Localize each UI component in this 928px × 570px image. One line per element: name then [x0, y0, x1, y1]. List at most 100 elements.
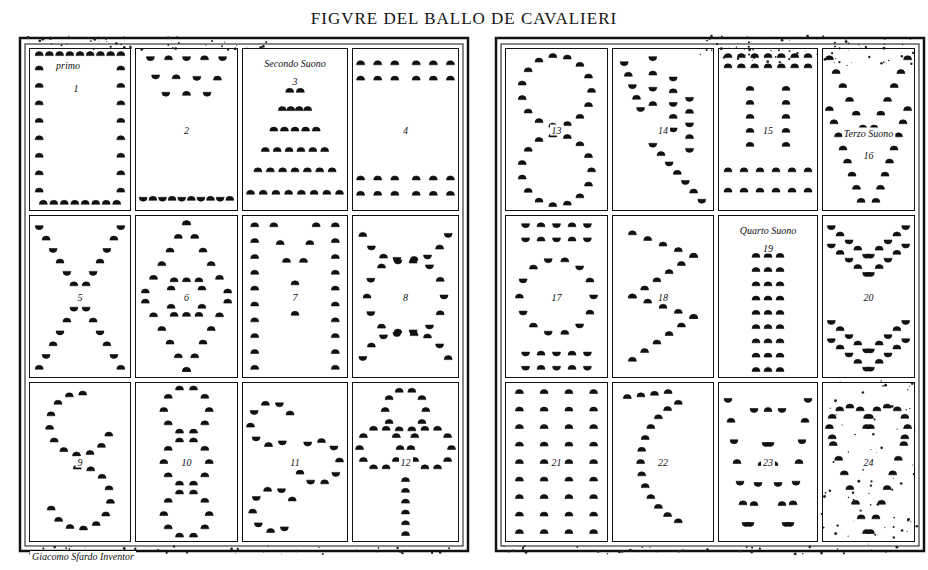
- ink-speck: [508, 550, 510, 552]
- dancer-mark: [251, 286, 259, 290]
- dancer-mark: [302, 127, 310, 131]
- ink-speck: [356, 548, 358, 550]
- dancer-mark: [261, 147, 269, 151]
- dancer-mark: [63, 318, 71, 322]
- dancer-mark: [778, 502, 786, 506]
- dancer-mark: [391, 76, 399, 80]
- dancer-mark: [159, 197, 167, 201]
- ink-speck: [522, 546, 524, 548]
- ink-speck: [838, 61, 840, 63]
- dancer-mark: [565, 442, 573, 446]
- dancer-mark: [429, 61, 437, 65]
- dancer-mark: [576, 266, 584, 270]
- dancer-mark: [395, 427, 403, 431]
- figure-number: 3: [291, 76, 300, 87]
- dancer-mark: [310, 190, 318, 194]
- ink-specks: [27, 35, 918, 556]
- dancer-mark: [82, 282, 90, 286]
- dancer-mark: [540, 425, 548, 429]
- dancer-mark: [752, 296, 760, 300]
- dancer-mark: [367, 343, 375, 347]
- dancer-mark: [394, 260, 402, 264]
- ink-speck: [439, 551, 442, 554]
- dancer-mark: [872, 515, 880, 519]
- dancer-mark: [641, 484, 649, 488]
- dancer-mark: [279, 168, 287, 172]
- dancer-mark: [677, 261, 685, 265]
- dancer-mark: [183, 91, 191, 95]
- dancer-mark: [176, 438, 184, 442]
- ink-speck: [832, 461, 834, 463]
- dancer-mark: [875, 265, 883, 269]
- dancer-mark: [624, 72, 632, 76]
- ink-speck: [49, 38, 51, 40]
- dancer-mark: [270, 223, 278, 227]
- dancer-mark: [286, 411, 294, 415]
- dancer-mark: [288, 497, 296, 501]
- dancer-mark: [336, 458, 344, 462]
- ink-speck: [236, 45, 237, 46]
- figure-number: 10: [180, 457, 194, 468]
- figure-number: 14: [656, 124, 670, 135]
- ink-speck: [874, 419, 876, 421]
- dancer-mark: [565, 530, 573, 534]
- dancer-mark: [66, 524, 74, 528]
- dancer-mark: [278, 441, 286, 445]
- figure-panel: 9: [29, 382, 131, 542]
- dancer-mark: [519, 279, 527, 283]
- dancer-mark: [424, 334, 432, 338]
- dancer-mark: [752, 282, 760, 286]
- dancer-mark: [651, 391, 659, 395]
- dancer-mark: [737, 64, 745, 68]
- dancer-mark: [278, 489, 286, 493]
- ink-speck: [893, 478, 894, 479]
- ink-speck: [641, 546, 643, 548]
- dancer-mark: [686, 148, 694, 152]
- dancer-mark: [664, 407, 672, 411]
- dancer-mark: [166, 340, 174, 344]
- ink-speck: [224, 41, 225, 42]
- figure-number: 6: [182, 291, 191, 302]
- dancer-mark: [287, 107, 295, 111]
- ink-speck: [205, 44, 206, 45]
- dancer-mark: [752, 310, 760, 314]
- dancer-mark: [664, 390, 672, 394]
- dancer-mark: [540, 495, 548, 499]
- dancer-mark: [801, 418, 809, 422]
- dancer-mark: [766, 443, 774, 447]
- dancer-mark: [367, 278, 375, 282]
- ink-speck: [747, 36, 749, 38]
- dancer-mark: [746, 86, 754, 90]
- dancer-mark: [359, 457, 367, 461]
- dancer-mark: [408, 427, 416, 431]
- dancer-mark: [297, 147, 305, 151]
- dancer-mark: [190, 481, 198, 485]
- dancer-mark: [854, 359, 862, 363]
- dancer-mark: [654, 415, 662, 419]
- dancer-mark: [117, 101, 125, 105]
- figure-number: 21: [550, 457, 564, 468]
- dancer-mark: [659, 242, 667, 246]
- dancer-mark: [585, 154, 593, 158]
- dancer-mark: [275, 403, 283, 407]
- dancer-mark: [280, 527, 288, 531]
- dancer-mark: [332, 472, 340, 476]
- dancer-mark: [638, 472, 646, 476]
- dancer-mark: [788, 168, 796, 172]
- dancer-mark: [164, 446, 172, 450]
- dancer-mark: [733, 460, 741, 464]
- ink-speck: [512, 549, 515, 552]
- page-frames: [20, 38, 924, 551]
- dancer-mark: [549, 203, 557, 207]
- dancer-mark: [866, 273, 874, 277]
- dancer-mark: [201, 446, 209, 450]
- dancer-mark: [884, 353, 892, 357]
- dancer-mark: [752, 339, 760, 343]
- dancer-mark: [50, 438, 58, 442]
- ink-speck: [837, 524, 839, 526]
- figure-panel: primo1: [29, 48, 131, 211]
- ink-speck: [93, 38, 96, 41]
- dancer-mark: [586, 278, 594, 282]
- dancer-mark: [649, 71, 657, 75]
